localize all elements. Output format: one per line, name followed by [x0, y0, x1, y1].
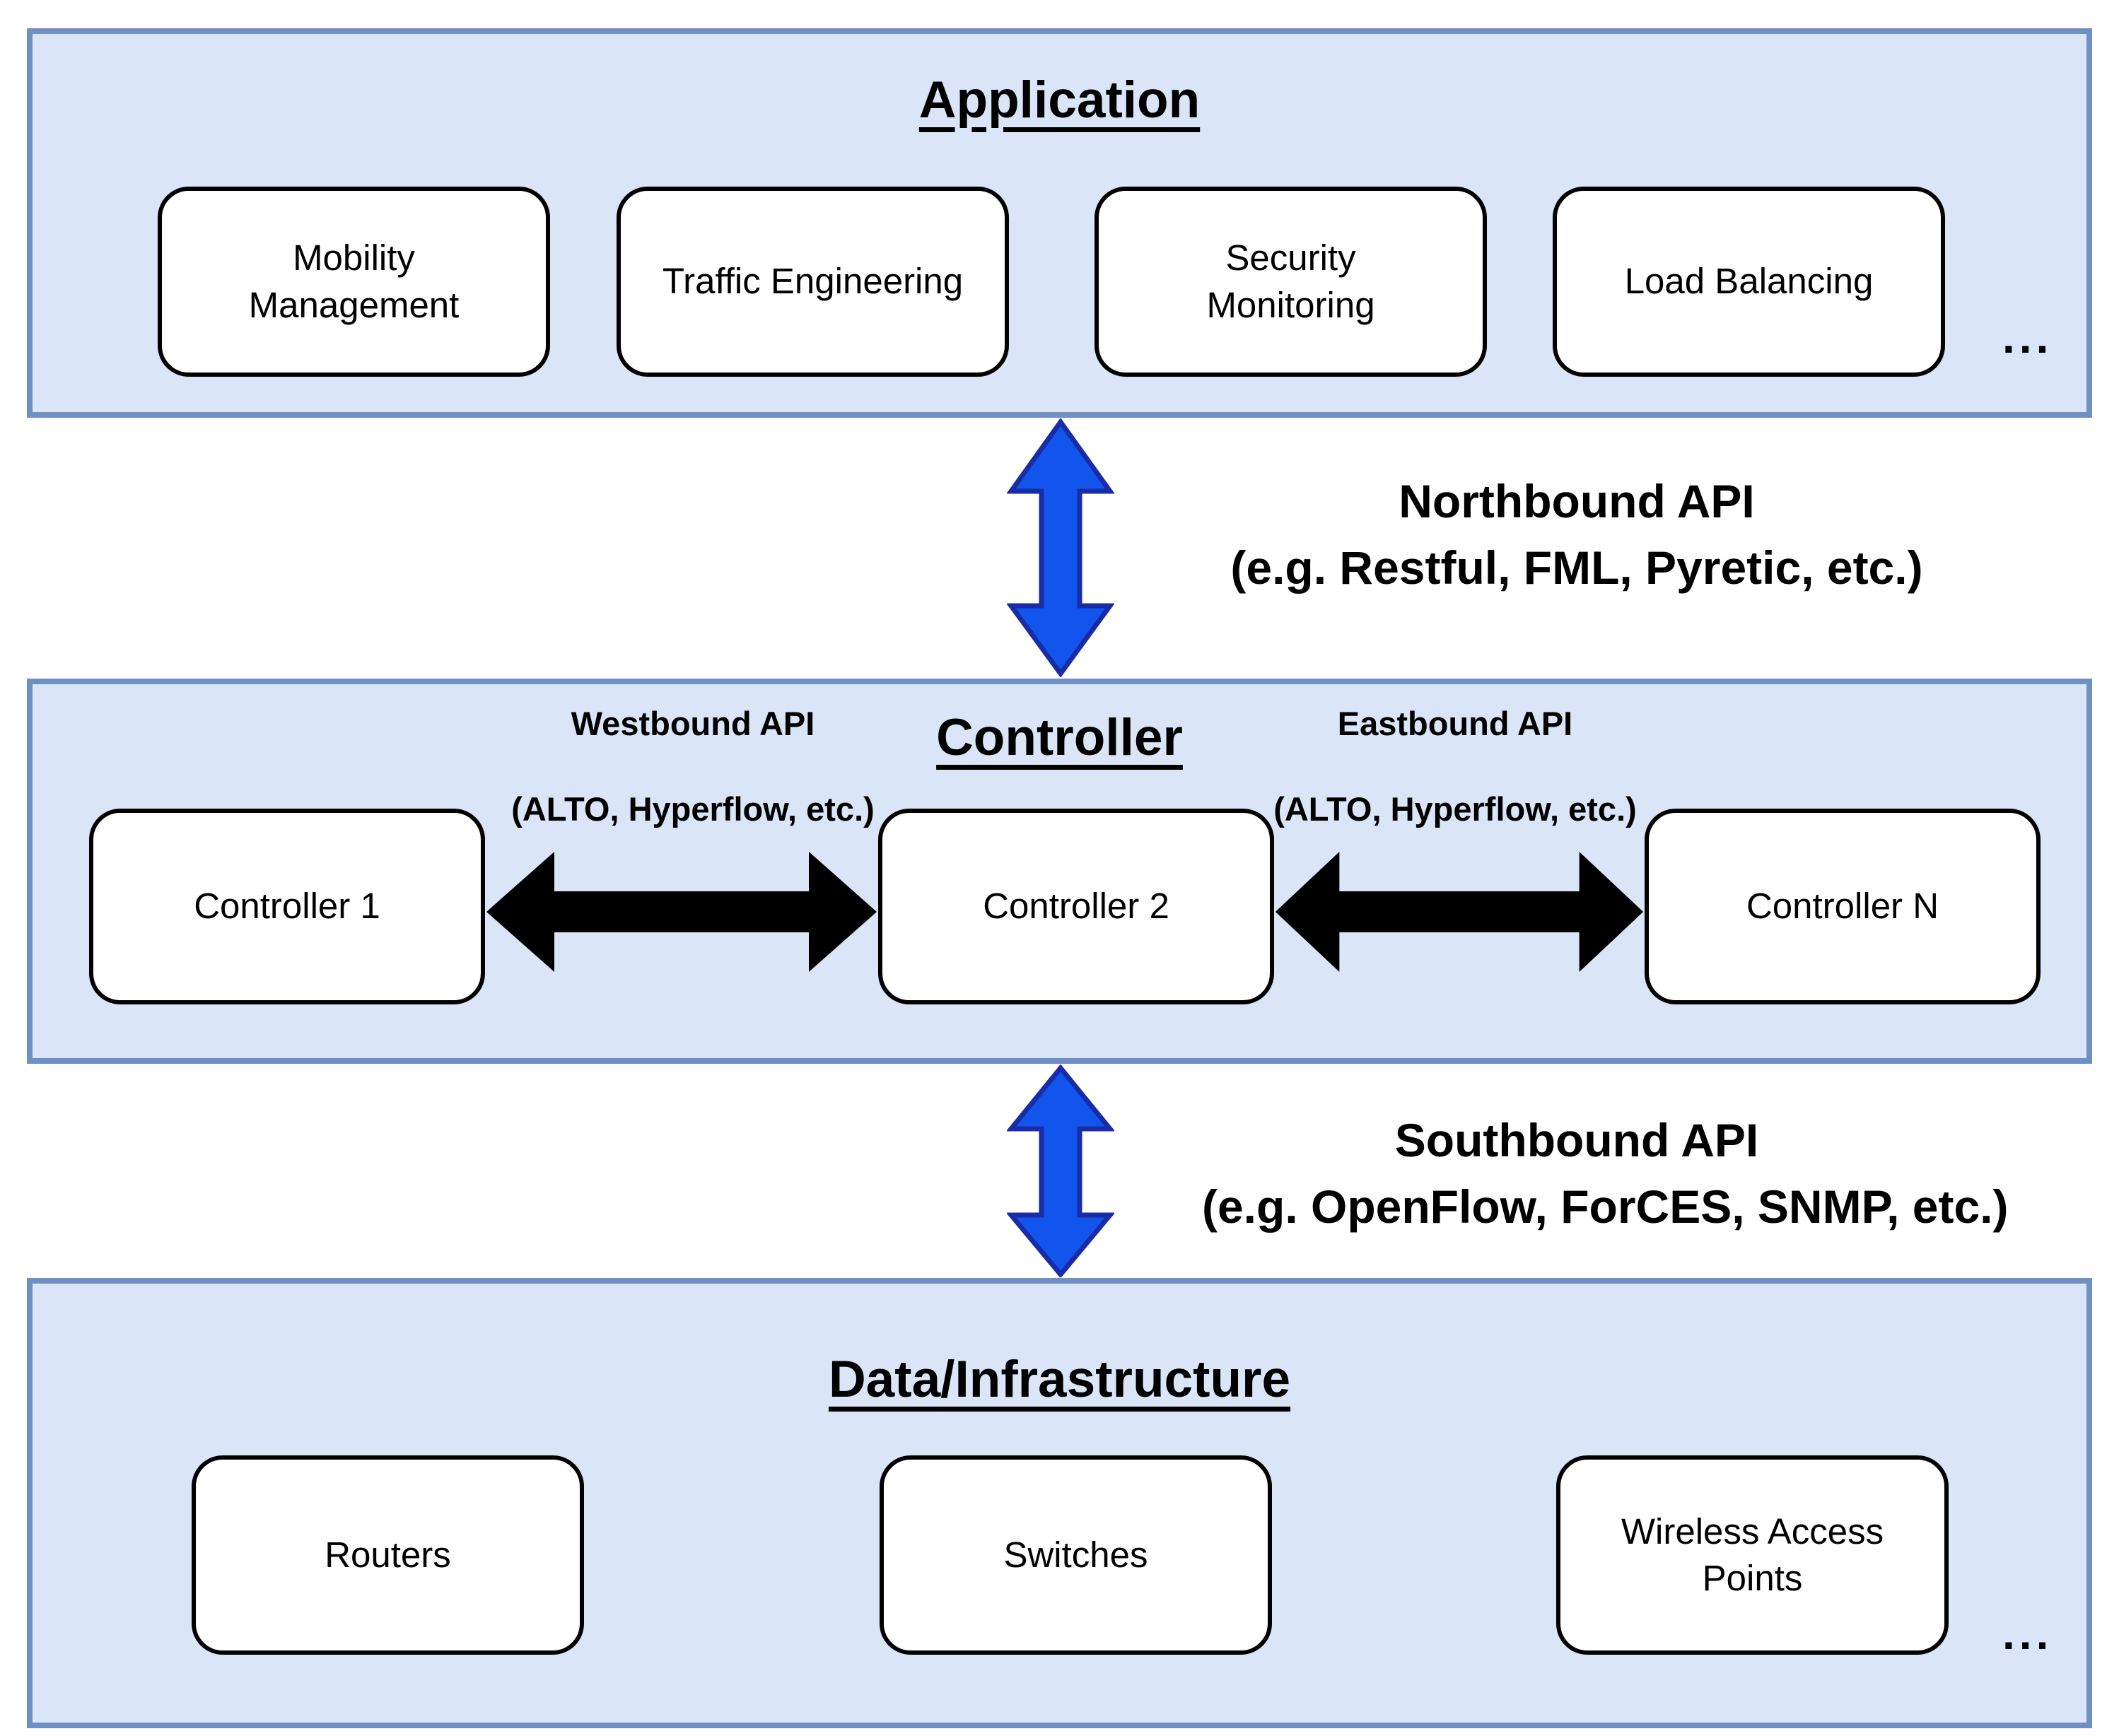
data-infrastructure-layer: Data/Infrastructure Routers Switches Wir… — [27, 1278, 2092, 1728]
node-controller-n: Controller N — [1645, 809, 2041, 1004]
southbound-api-label: Southbound API (e.g. OpenFlow, ForCES, S… — [1202, 1107, 2009, 1240]
westbound-api-label: Westbound API (ALTO, Hyperflow, etc.) — [445, 704, 940, 828]
southbound-api-name: Southbound API — [1394, 1114, 1759, 1166]
westbound-api-examples: (ALTO, Hyperflow, etc.) — [511, 790, 875, 828]
node-controller-2: Controller 2 — [878, 809, 1274, 1004]
southbound-double-arrow-icon — [1007, 1065, 1114, 1277]
northbound-api-examples: (e.g. Restful, FML, Pyretic, etc.) — [1230, 541, 1923, 594]
eastbound-api-examples: (ALTO, Hyperflow, etc.) — [1273, 790, 1637, 828]
eastbound-double-arrow-icon — [1274, 848, 1645, 975]
westbound-api-name: Westbound API — [571, 705, 815, 742]
node-mobility-management: Mobility Management — [158, 187, 550, 377]
eastbound-api-name: Eastbound API — [1337, 705, 1573, 742]
southbound-double-arrow-shape — [1007, 1065, 1114, 1277]
node-label: Traffic Engineering — [662, 261, 964, 302]
controller-more-ellipsis: ... — [1436, 886, 1487, 937]
node-label: Routers — [325, 1534, 451, 1575]
node-security-monitoring: Security Monitoring — [1094, 187, 1487, 377]
controller-layer: Controller Westbound API (ALTO, Hyperflo… — [27, 679, 2092, 1064]
application-layer-title: Application — [918, 71, 1201, 129]
westbound-double-arrow-icon — [485, 848, 878, 975]
data-more-ellipsis: ... — [2002, 1608, 2053, 1659]
node-label: Wireless Access Points — [1621, 1511, 1884, 1598]
northbound-double-arrow-shape — [1007, 418, 1114, 677]
node-label: Mobility Management — [248, 237, 460, 325]
node-controller-1: Controller 1 — [89, 809, 485, 1004]
eastbound-double-arrow-shape — [1275, 852, 1644, 972]
westbound-double-arrow-shape — [486, 852, 877, 972]
node-switches: Switches — [880, 1455, 1272, 1655]
node-label: Controller 2 — [983, 886, 1169, 927]
southbound-api-examples: (e.g. OpenFlow, ForCES, SNMP, etc.) — [1202, 1180, 2009, 1233]
node-label: Controller 1 — [194, 886, 380, 927]
application-more-ellipsis: ... — [2002, 312, 2053, 363]
node-routers: Routers — [192, 1455, 584, 1655]
northbound-double-arrow-icon — [1007, 418, 1114, 677]
node-traffic-engineering: Traffic Engineering — [617, 187, 1009, 377]
node-label: Load Balancing — [1624, 261, 1874, 302]
eastbound-api-label: Eastbound API (ALTO, Hyperflow, etc.) — [1208, 704, 1703, 828]
node-label: Switches — [1003, 1534, 1148, 1575]
node-wireless-access-points: Wireless Access Points — [1556, 1455, 1949, 1655]
northbound-api-label: Northbound API (e.g. Restful, FML, Pyret… — [1202, 468, 1951, 601]
node-label: Controller N — [1746, 886, 1939, 927]
node-label: Security Monitoring — [1206, 237, 1375, 325]
controller-layer-title: Controller — [936, 709, 1183, 766]
application-layer: Application Mobility Management Traffic … — [27, 28, 2092, 418]
data-infrastructure-layer-title: Data/Infrastructure — [828, 1351, 1291, 1408]
northbound-api-name: Northbound API — [1399, 475, 1755, 527]
node-load-balancing: Load Balancing — [1553, 187, 1945, 377]
